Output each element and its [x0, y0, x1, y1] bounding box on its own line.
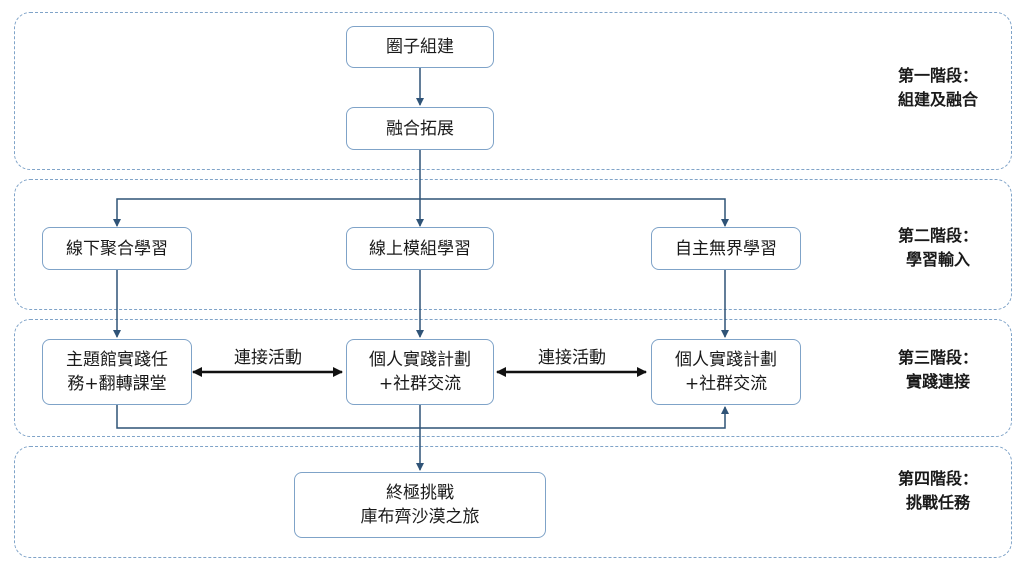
- node-self-learning-label: 自主無界學習: [675, 238, 777, 259]
- edge-label-connect-left: 連接活動: [234, 348, 302, 368]
- node-offline-learning: 線下聚合學習: [42, 227, 192, 270]
- stage-1-label: 第一階段： 組建及融合: [878, 64, 998, 112]
- node-theme-task-line2: 務+翻轉課堂: [67, 374, 167, 394]
- stage-2-label: 第二階段： 學習輸入: [878, 224, 998, 272]
- node-personal-plan-center: 個人實踐計劃 +社群交流: [346, 339, 494, 405]
- node-personal-plan-right: 個人實踐計劃 +社群交流: [651, 339, 801, 405]
- node-final-challenge-line2: 庫布齊沙漠之旅: [360, 507, 480, 527]
- edge-bottom-bracket-left: [116, 405, 420, 429]
- node-circle-build-label: 圈子組建: [386, 37, 454, 57]
- node-personal-plan-right-line1: 個人實踐計劃: [675, 350, 777, 370]
- stage-3-box: [14, 319, 1012, 437]
- node-fusion-expand: 融合拓展: [346, 107, 494, 150]
- stage-4-subtitle: 挑戰任務: [905, 493, 970, 512]
- stage-4-title: 第四階段：: [897, 469, 978, 488]
- stage-3-subtitle: 實踐連接: [905, 372, 970, 391]
- node-final-challenge: 終極挑戰 庫布齊沙漠之旅: [294, 472, 546, 538]
- stage-4-label: 第四階段： 挑戰任務: [878, 467, 998, 515]
- node-personal-plan-center-line2: +社群交流: [378, 374, 462, 394]
- node-personal-plan-right-line2: +社群交流: [684, 374, 768, 394]
- edge-bottom-bracket-right: [420, 406, 729, 429]
- stage-1-subtitle: 組建及融合: [897, 90, 978, 109]
- stage-2-box: [14, 179, 1012, 310]
- node-final-challenge-line1: 終極挑戰: [386, 483, 454, 503]
- node-theme-task-line1: 主題館實踐任: [66, 350, 168, 370]
- node-online-learning: 線上模組學習: [346, 227, 494, 270]
- stage-4-box: [14, 446, 1012, 558]
- node-circle-build: 圈子組建: [346, 26, 494, 68]
- edge-label-connect-right: 連接活動: [538, 348, 606, 368]
- node-online-learning-label: 線上模組學習: [369, 238, 471, 259]
- stage-1-box: [14, 12, 1012, 170]
- node-offline-learning-label: 線下聚合學習: [66, 238, 168, 259]
- stage-2-subtitle: 學習輸入: [905, 250, 970, 269]
- node-theme-task: 主題館實踐任 務+翻轉課堂: [42, 339, 192, 405]
- edge-branch-right: [420, 198, 729, 227]
- edge-branch-left: [113, 198, 420, 227]
- stage-3-label: 第三階段： 實踐連接: [878, 346, 998, 394]
- node-fusion-expand-label: 融合拓展: [386, 118, 454, 139]
- node-self-learning: 自主無界學習: [651, 227, 801, 270]
- stage-1-title: 第一階段：: [897, 66, 978, 85]
- node-personal-plan-center-line1: 個人實踐計劃: [369, 350, 471, 370]
- stage-3-title: 第三階段：: [897, 348, 978, 367]
- stage-2-title: 第二階段：: [897, 226, 978, 245]
